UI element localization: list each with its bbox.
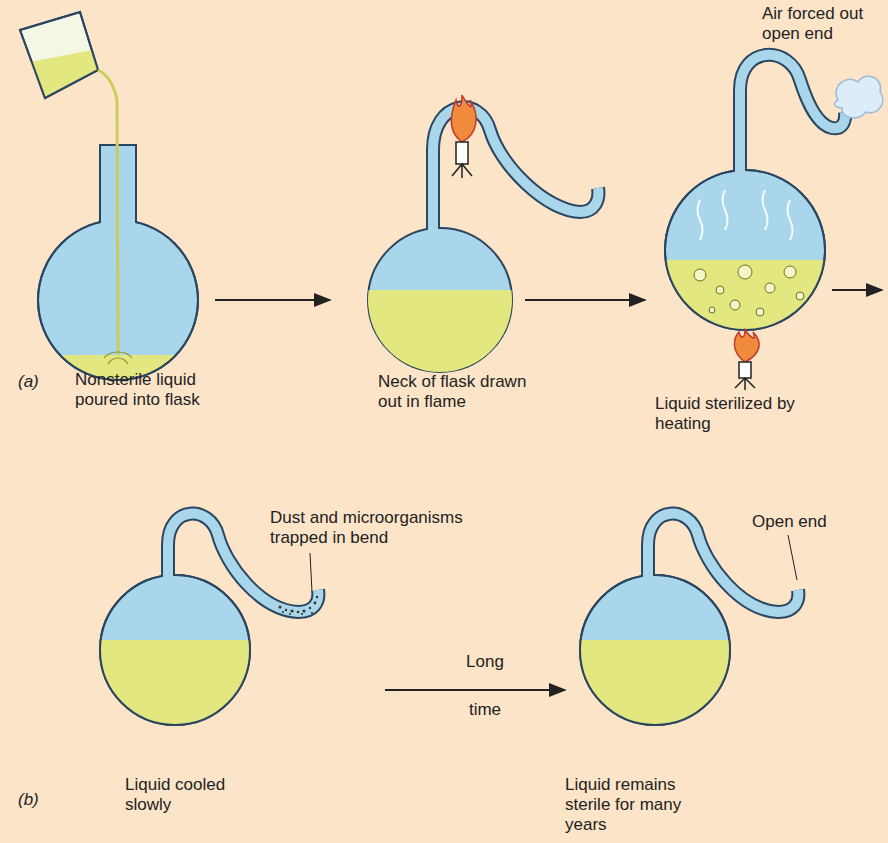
flask <box>38 100 198 380</box>
flask <box>580 514 798 726</box>
flask <box>665 55 845 330</box>
step-caption: Neck of flask drawn out in flame <box>378 372 528 412</box>
time-label: Long <box>445 652 525 672</box>
leader-line <box>310 553 312 592</box>
step-arrow <box>832 289 882 291</box>
step-caption: Liquid remains sterile for many years <box>565 775 725 835</box>
step-arrow <box>215 299 330 301</box>
panel-letter: (b) <box>18 790 58 810</box>
leader-line <box>788 535 797 580</box>
step-arrow <box>525 299 645 301</box>
flask <box>368 107 598 372</box>
step-caption: Nonsterile liquid poured into flask <box>75 370 250 410</box>
callout-label: Open end <box>752 512 842 532</box>
step-caption: Liquid sterilized by heating <box>655 394 830 434</box>
panel-letter: (a) <box>18 372 58 392</box>
bunsen-flame <box>451 95 476 178</box>
time-arrow <box>385 689 565 691</box>
callout-label: Air forced out open end <box>762 4 884 44</box>
beaker <box>20 12 117 100</box>
escaping-air <box>835 76 883 118</box>
bunsen-flame <box>734 330 759 390</box>
step-caption: Liquid cooled slowly <box>125 775 275 815</box>
time-label: time <box>445 700 525 720</box>
trapped-dust <box>279 596 319 615</box>
callout-label: Dust and microorganisms trapped in bend <box>270 508 495 548</box>
